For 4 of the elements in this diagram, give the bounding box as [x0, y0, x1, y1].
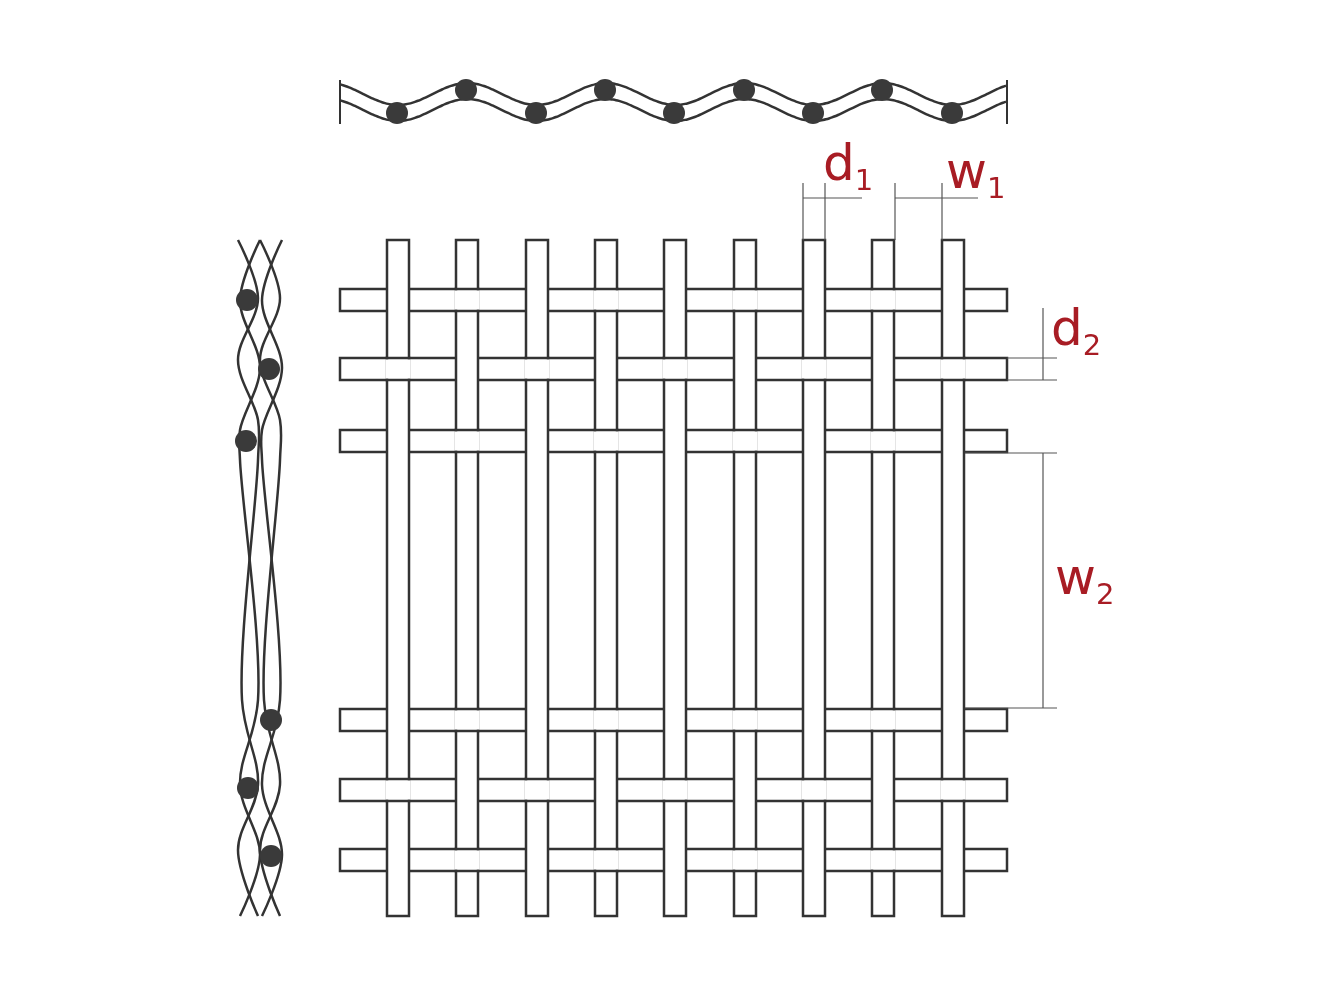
dimension-label: w$_{2}$	[1055, 552, 1115, 610]
dimension-label: d$_{1}$	[823, 138, 874, 196]
dimension-label: w$_{1}$	[946, 146, 1006, 204]
dimension-label: d$_{2}$	[1051, 303, 1102, 361]
